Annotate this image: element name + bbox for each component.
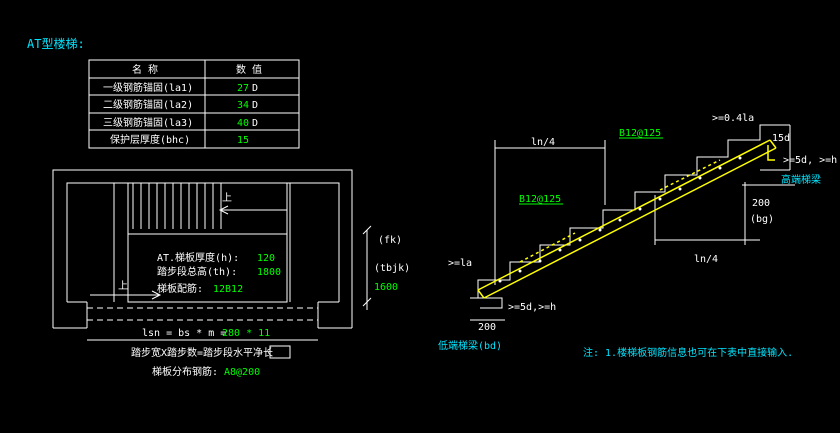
table-row-name: 一级钢筋锚固(la1) <box>103 81 193 94</box>
table-row-unit: D <box>252 118 258 129</box>
tbjk-value[interactable]: 1600 <box>374 282 398 293</box>
parameter-table <box>88 59 300 149</box>
th-value[interactable]: 1800 <box>257 267 281 278</box>
tbjk-label: (tbjk) <box>374 263 410 274</box>
fk-label: (fk) <box>378 235 402 246</box>
table-row-unit: D <box>252 83 258 94</box>
table-row-name: 二级钢筋锚固(la2) <box>103 98 193 111</box>
lsn-values[interactable]: 280 * 11 <box>222 328 270 339</box>
dim-200-right: 200 <box>752 198 770 209</box>
page-title: AT型楼梯: <box>27 36 85 51</box>
ln4-top-label: ln/4 <box>531 137 555 148</box>
d5-bottom-label: >=5d,>=h <box>508 302 556 313</box>
table-header-value: 数 值 <box>236 63 262 76</box>
rebar-mid-label[interactable]: B12@125 <box>519 194 561 205</box>
note-text: 注: 1.楼梯板钢筋信息也可在下表中直接输入. <box>583 346 793 359</box>
low-beam-label: 低端梯梁(bd) <box>438 339 502 352</box>
table-row-name: 保护层厚度(bhc) <box>110 133 190 146</box>
la-left-label: >=la <box>448 258 472 269</box>
table-row-value[interactable]: 27 <box>237 83 249 94</box>
dim-200-left: 200 <box>478 322 496 333</box>
table-row-unit: D <box>252 100 258 111</box>
th-label: 踏步段总高(th): <box>157 265 237 278</box>
ln4-bottom-label: ln/4 <box>694 254 718 265</box>
lsn-formula: lsn = bs * m = <box>142 328 226 339</box>
anchor-04la-label: >=0.4la <box>712 113 754 124</box>
table-header-name: 名 称 <box>132 63 158 76</box>
up-label-bottom: 上 <box>118 280 128 292</box>
lsn-caption: 踏步宽X踏步数=踏步段水平净长 <box>131 346 273 359</box>
input-cursor-box[interactable] <box>269 345 291 359</box>
reinforcement-label: 梯板配筋: <box>157 282 203 295</box>
rebar-top-label[interactable]: B12@125 <box>619 128 661 139</box>
high-beam-label: 高端梯梁 <box>781 173 821 186</box>
rebar-dots <box>498 156 742 283</box>
rebar <box>477 139 777 299</box>
reinforcement-value[interactable]: 12B12 <box>213 284 243 295</box>
bg-label: (bg) <box>750 214 774 225</box>
table-row-value[interactable]: 40 <box>237 118 249 129</box>
d15-label: 15d <box>772 133 790 144</box>
h-value[interactable]: 120 <box>257 253 275 264</box>
distribution-value[interactable]: A8@200 <box>224 367 260 378</box>
table-row-value[interactable]: 34 <box>237 100 249 111</box>
h-label: AT.梯板厚度(h): <box>157 251 239 264</box>
stair-plan <box>52 169 372 341</box>
table-row-value[interactable]: 15 <box>237 135 249 146</box>
d5-top-label: >=5d, >=h <box>783 155 837 166</box>
up-label: 上 <box>222 192 232 204</box>
distribution-label: 梯板分布钢筋: <box>152 365 218 378</box>
table-row-name: 三级钢筋锚固(la3) <box>103 116 193 129</box>
